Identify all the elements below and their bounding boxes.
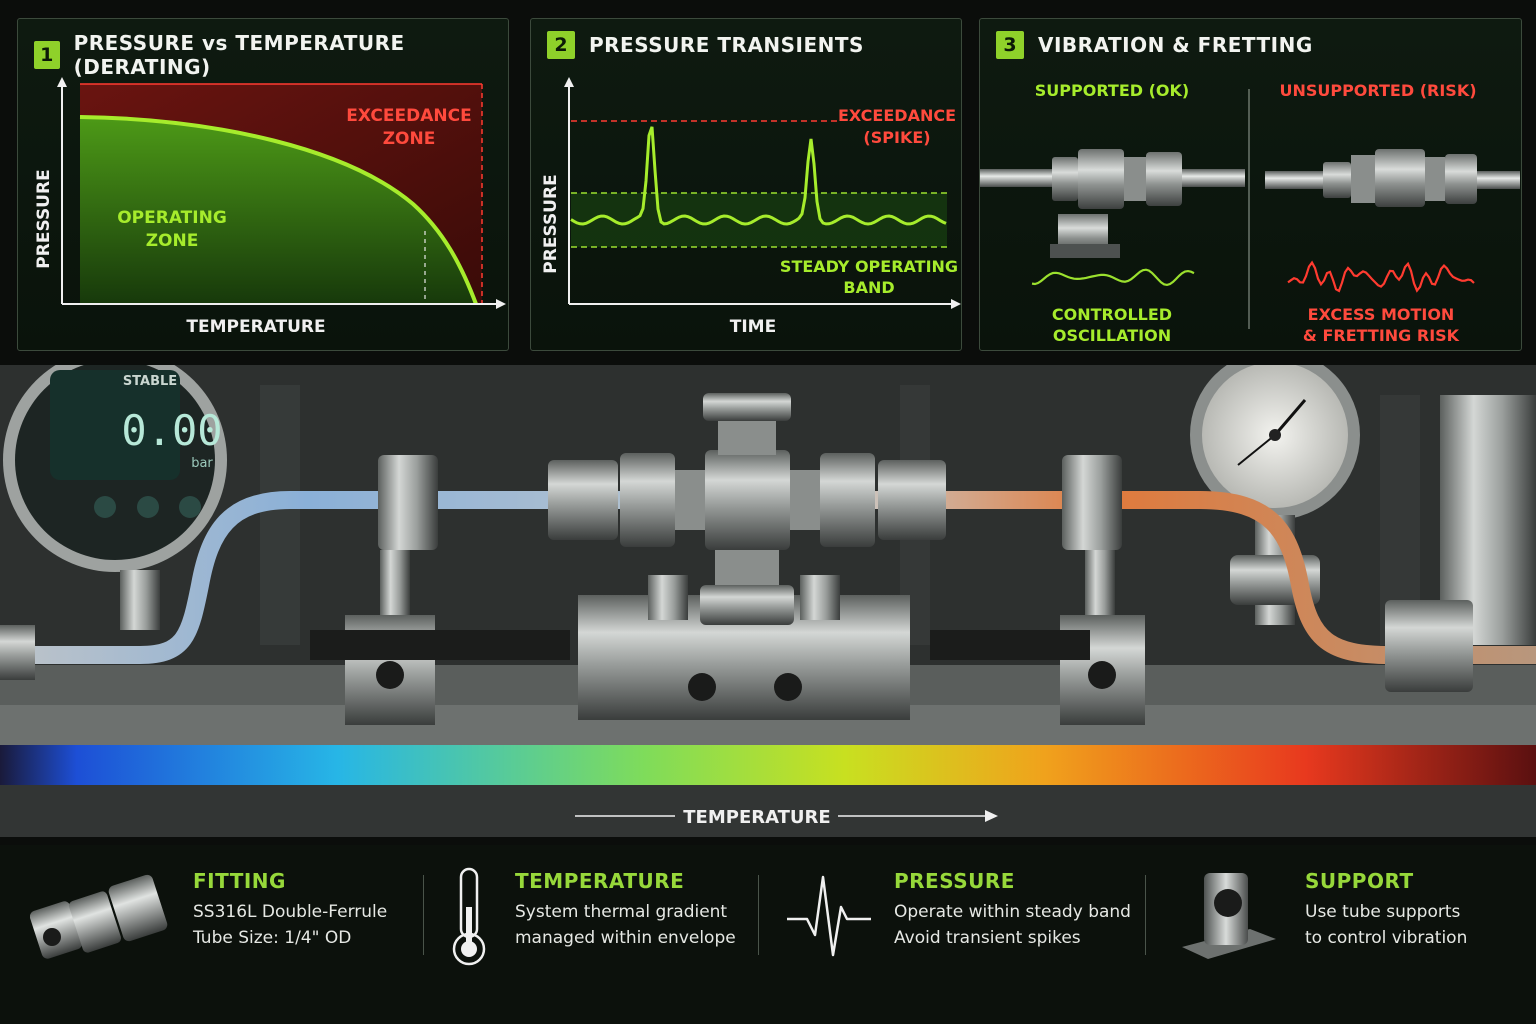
x-axis-label: TEMPERATURE xyxy=(186,317,325,337)
temp-axis-arrow-icon xyxy=(985,810,998,822)
y-axis-arrow xyxy=(57,77,67,87)
cross-fitting xyxy=(548,393,946,625)
derating-chart: PRESSURE TEMPERATURE EXCEEDANCE ZONE OPE… xyxy=(34,77,506,337)
unsupported-caption-2: & FRETTING RISK xyxy=(1303,326,1460,345)
excess-motion-wave xyxy=(1287,260,1475,293)
support-line-2: to control vibration xyxy=(1305,928,1468,948)
transients-chart: PRESSURE TIME EXCEEDANCE (SPIKE) STEADY … xyxy=(541,77,961,337)
fitting-info: FITTING SS316L Double-Ferrule Tube Size:… xyxy=(30,867,420,977)
pressure-line-1: Operate within steady band xyxy=(894,902,1131,922)
info-strip: FITTING SS316L Double-Ferrule Tube Size:… xyxy=(0,845,1536,1024)
gauge-value: 0.00 xyxy=(121,406,222,455)
support-info: SUPPORT Use tube supports to control vib… xyxy=(1180,867,1520,977)
panel-number-badge: 1 xyxy=(34,41,60,69)
transients-panel-header: 2 PRESSURE TRANSIENTS xyxy=(547,31,864,59)
derating-panel: 1 PRESSURE vs TEMPERATURE (DERATING) PRE… xyxy=(17,18,509,351)
temperature-gradient-bar xyxy=(0,745,1536,785)
fitting-size: Tube Size: 1/4" OD xyxy=(193,928,352,948)
supported-heading: SUPPORTED (OK) xyxy=(1035,81,1190,100)
scene-illustration: STABLE 0.00 bar xyxy=(0,365,1536,837)
y-axis-label: PRESSURE xyxy=(34,169,54,268)
valve-manifold-base xyxy=(310,575,1090,720)
exceedance-label-1: EXCEEDANCE xyxy=(346,106,471,126)
panel-title: PRESSURE vs TEMPERATURE (DERATING) xyxy=(73,31,405,79)
fitting-assembly-scene: STABLE 0.00 bar xyxy=(0,365,1536,837)
support-heading: SUPPORT xyxy=(1305,869,1414,893)
supported-caption-1: CONTROLLED xyxy=(1052,305,1172,324)
gauge-button-icon xyxy=(94,496,116,518)
y-axis-label: PRESSURE xyxy=(541,174,561,273)
panel-number-badge: 3 xyxy=(996,31,1024,59)
temperature-line-1: System thermal gradient xyxy=(515,902,728,922)
thermometer-icon xyxy=(452,867,486,966)
x-axis-arrow xyxy=(951,299,961,309)
temperature-heading: TEMPERATURE xyxy=(515,869,685,893)
band-label-2: BAND xyxy=(843,278,894,297)
unsupported-heading: UNSUPPORTED (RISK) xyxy=(1279,81,1476,100)
steady-band xyxy=(571,193,947,247)
operating-label-1: OPERATING xyxy=(117,208,227,228)
fitting-icon xyxy=(30,874,168,959)
support-line-1: Use tube supports xyxy=(1305,902,1461,922)
unsupported-caption-1: EXCESS MOTION xyxy=(1308,305,1455,324)
pressure-trace xyxy=(570,126,947,226)
fitting-heading: FITTING xyxy=(193,869,286,893)
temp-axis-label: TEMPERATURE xyxy=(683,807,830,828)
pressure-info: PRESSURE Operate within steady band Avoi… xyxy=(785,867,1140,977)
supported-caption-2: OSCILLATION xyxy=(1053,326,1171,345)
derating-curve xyxy=(79,115,478,305)
gauge-button-icon xyxy=(137,496,159,518)
gauge-button-icon xyxy=(179,496,201,518)
spike-label-2: (SPIKE) xyxy=(863,128,930,147)
pressure-line-2: Avoid transient spikes xyxy=(894,928,1081,948)
divider xyxy=(423,875,424,955)
derating-panel-header: 1 PRESSURE vs TEMPERATURE (DERATING) xyxy=(34,31,508,79)
vibration-illustration: SUPPORTED (OK) UNSUPPORTED (RISK) CONTRO… xyxy=(980,81,1520,345)
operating-label-2: ZONE xyxy=(146,231,199,251)
x-axis-arrow xyxy=(496,299,506,309)
unsupported-fitting-assembly xyxy=(1265,149,1520,207)
exceedance-label-2: ZONE xyxy=(383,129,436,149)
panel-number-badge: 2 xyxy=(547,31,575,59)
process-tube xyxy=(0,491,1536,664)
divider xyxy=(758,875,759,955)
temperature-line-2: managed within envelope xyxy=(515,928,736,948)
tube-support-icon xyxy=(1182,873,1276,959)
y-axis-arrow xyxy=(564,77,574,87)
operating-zone xyxy=(80,117,476,304)
temperature-info: TEMPERATURE System thermal gradient mana… xyxy=(445,867,755,977)
spike-label-1: EXCEEDANCE xyxy=(838,106,956,125)
pulse-icon xyxy=(787,875,871,957)
panel-title: VIBRATION & FRETTING xyxy=(1038,33,1313,57)
band-label-1: STEADY OPERATING xyxy=(780,257,958,276)
right-union-fitting xyxy=(1385,600,1473,692)
controlled-oscillation-wave xyxy=(1031,268,1195,287)
gauge-unit: bar xyxy=(191,456,213,471)
divider xyxy=(1145,875,1146,955)
fitting-material: SS316L Double-Ferrule xyxy=(193,902,388,922)
vibration-panel-header: 3 VIBRATION & FRETTING xyxy=(996,31,1313,59)
supported-fitting-assembly xyxy=(980,149,1245,258)
panel-title: PRESSURE TRANSIENTS xyxy=(589,33,864,57)
digital-pressure-gauge: STABLE 0.00 bar xyxy=(3,365,227,630)
gauge-status: STABLE xyxy=(123,374,177,389)
x-axis-label: TIME xyxy=(730,317,776,337)
pressure-heading: PRESSURE xyxy=(894,869,1015,893)
vibration-panel: 3 VIBRATION & FRETTING SUPPORTED (OK) UN… xyxy=(979,18,1522,351)
transients-panel: 2 PRESSURE TRANSIENTS PRESSURE TIME EXCE… xyxy=(530,18,962,351)
